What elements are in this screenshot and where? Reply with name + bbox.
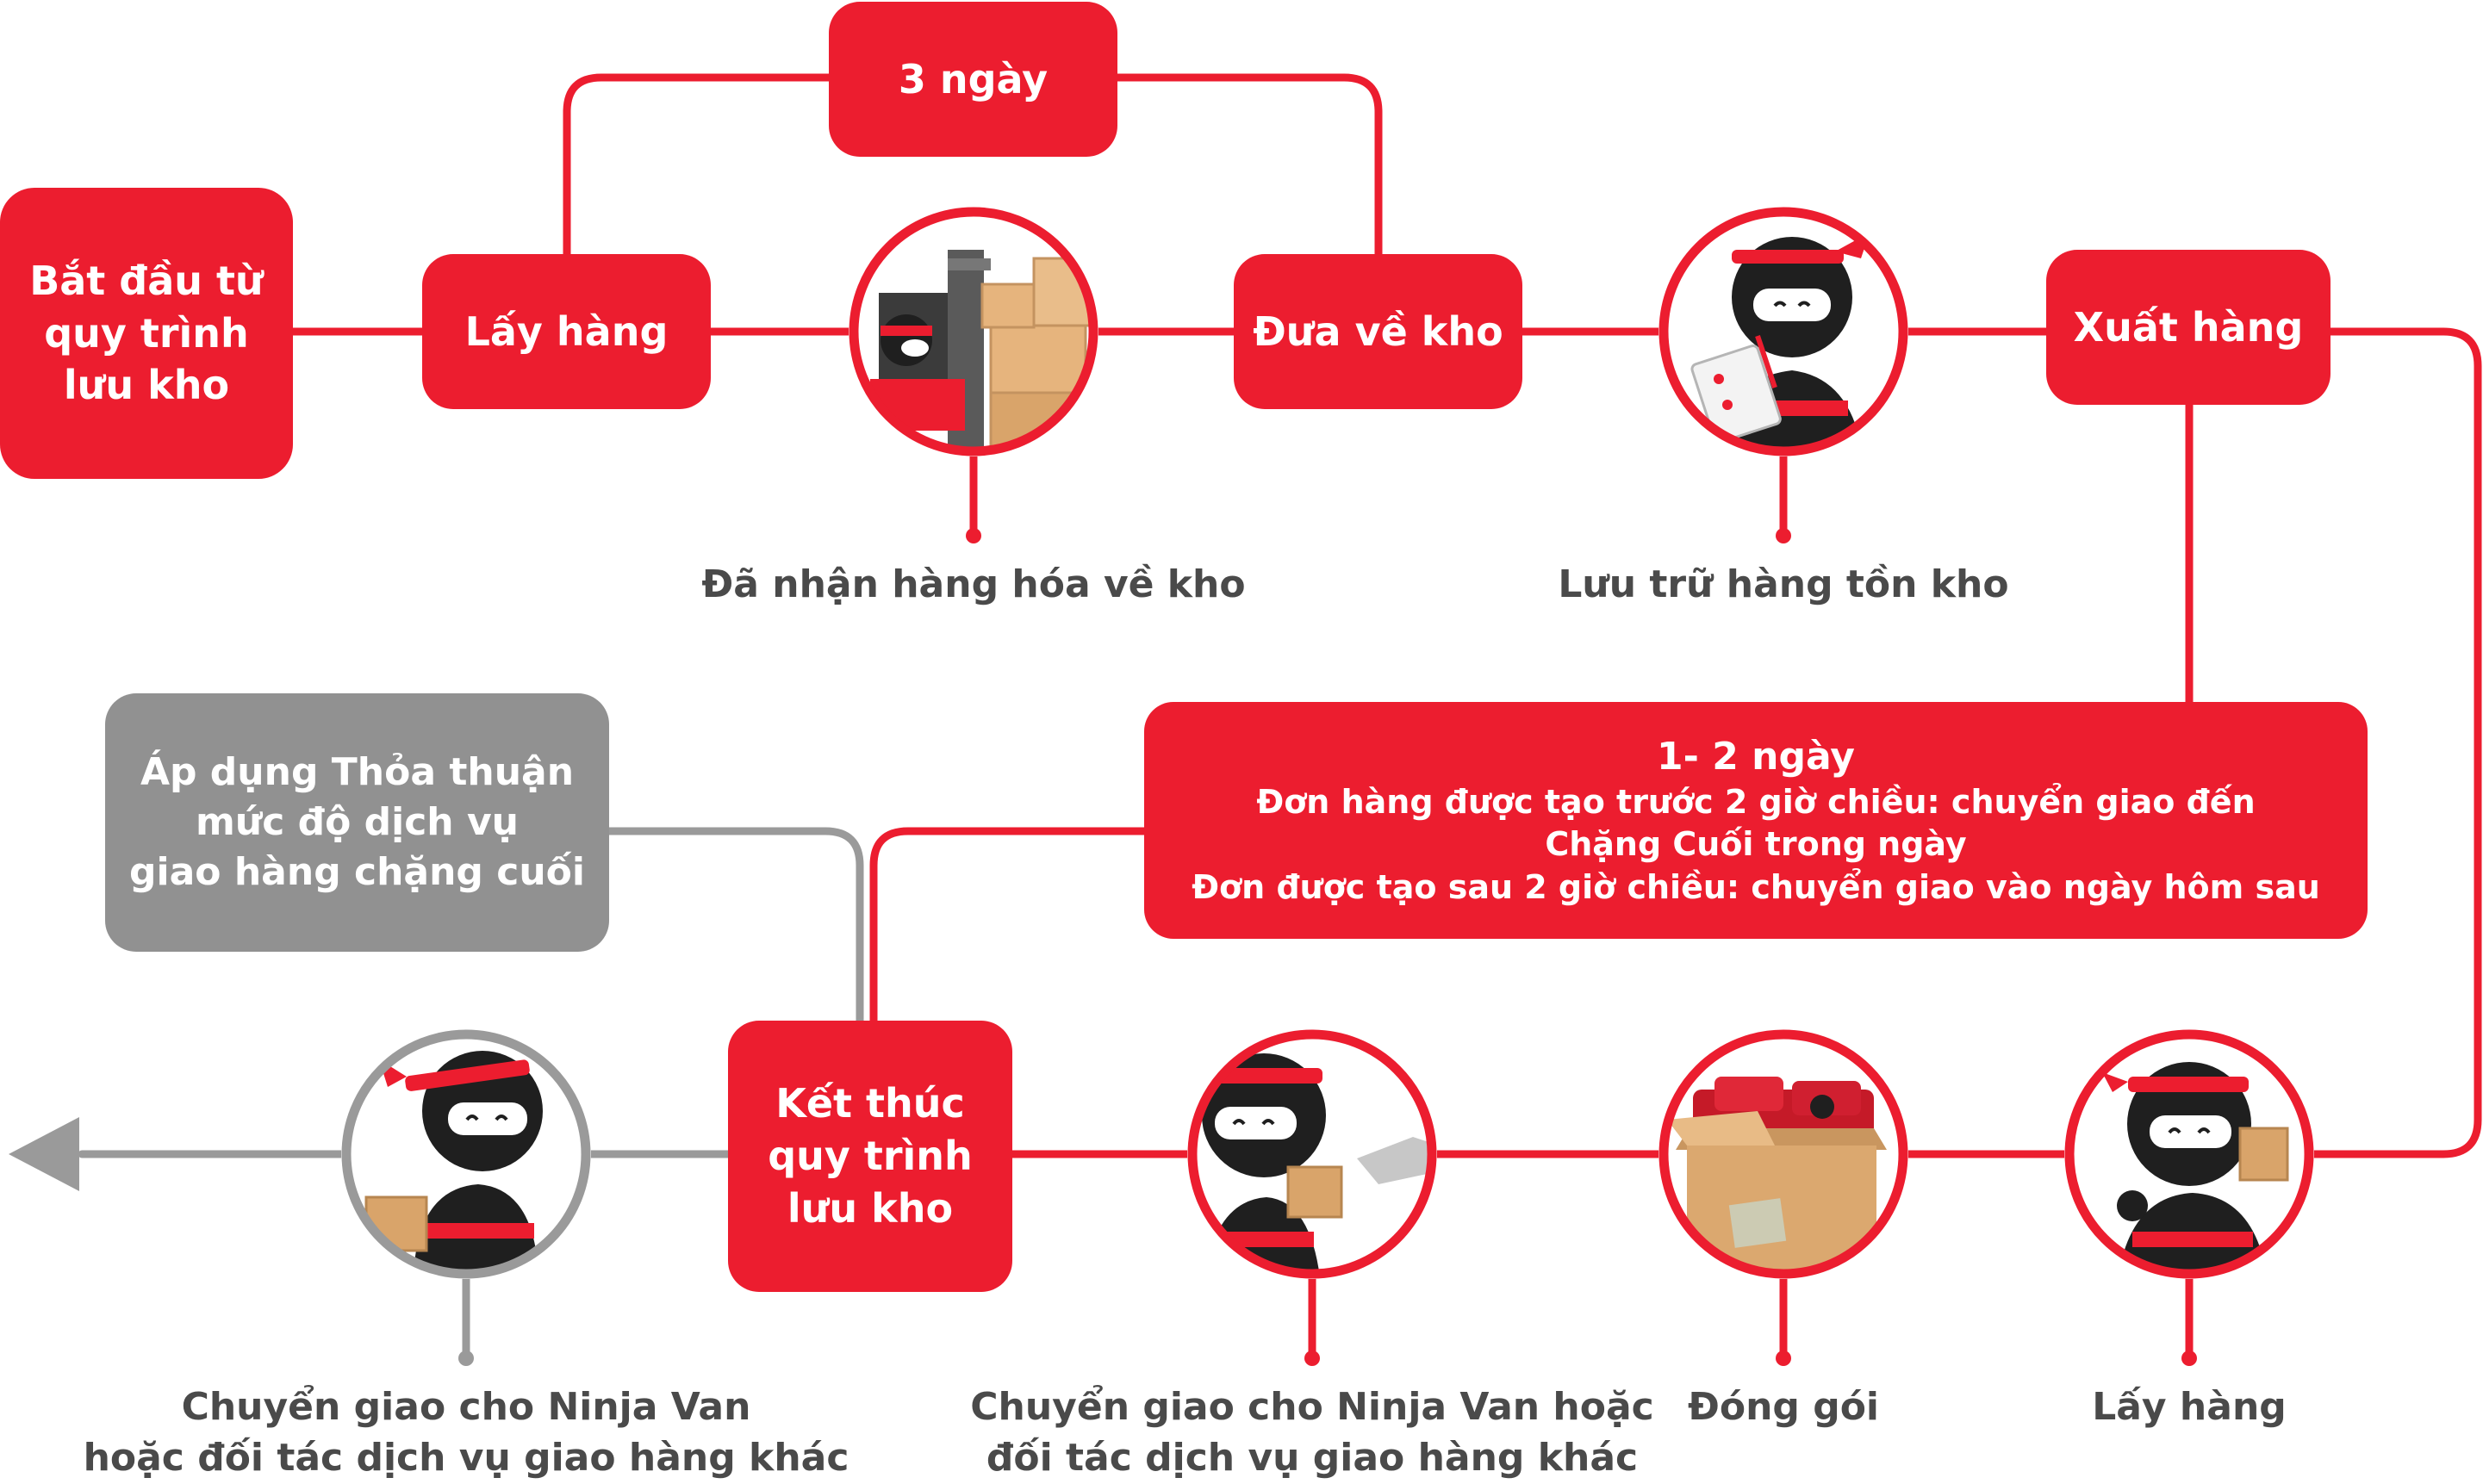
grey-dot <box>458 1351 474 1366</box>
sla-line-3: giao hàng chặng cuối <box>129 850 585 895</box>
forklift-ninja-icon <box>849 207 1098 456</box>
to-warehouse-label: Đưa về kho <box>1253 307 1503 355</box>
export-node: Xuất hàng <box>2046 250 2331 405</box>
duration-label: 3 ngày <box>898 55 1049 102</box>
caption-handover-2-line-2: hoặc đối tác dịch vụ giao hàng khác <box>83 1435 849 1480</box>
caption-received: Đã nhận hàng hóa về kho <box>672 560 1275 611</box>
handover-ninja-icon <box>1187 1029 1437 1279</box>
end-node: Kết thúc quy trình lưu kho <box>728 1021 1012 1292</box>
start-line-3: lưu kho <box>63 362 230 409</box>
caption-received-text: Đã nhận hàng hóa về kho <box>701 562 1246 606</box>
to-warehouse-node: Đưa về kho <box>1234 254 1522 409</box>
sla-line-2: mức độ dịch vụ <box>196 799 519 844</box>
arrow-left-icon <box>9 1117 79 1191</box>
info-box-line-1: Đơn hàng được tạo trước 2 giờ chiều: chu… <box>1256 783 2256 821</box>
packing-box-icon <box>1658 1029 1908 1279</box>
end-line-2: quy trình <box>768 1133 973 1180</box>
thumbs-up-ninja-icon <box>2064 1029 2314 1279</box>
caption-handover-1-line-1: Chuyển giao cho Ninja Van hoặc <box>970 1385 1654 1429</box>
info-box-line-3: Đơn được tạo sau 2 giờ chiều: chuyển gia… <box>1192 867 2320 906</box>
info-box-title: 1- 2 ngày <box>1657 734 1855 779</box>
end-line-3: lưu kho <box>787 1184 954 1232</box>
caption-handover-1-line-2: đối tác dịch vụ giao hàng khác <box>986 1435 1639 1480</box>
export-label: Xuất hàng <box>2073 303 2304 351</box>
start-node: Bắt đầu từ quy trình lưu kho <box>0 188 293 479</box>
running-ninja-icon <box>341 1029 591 1279</box>
start-line-2: quy trình <box>44 309 249 357</box>
caption-handover-1: Chuyển giao cho Ninja Van hoặc đối tác d… <box>933 1382 1691 1484</box>
pickup-label: Lấy hàng <box>464 307 669 355</box>
caption-pickup: Lấy hàng <box>2017 1382 2362 1433</box>
connector-dots <box>966 528 2197 1366</box>
checklist-ninja-icon <box>1658 207 1908 456</box>
sla-line-1: Áp dụng Thỏa thuận <box>140 749 575 794</box>
caption-pickup-text: Lấy hàng <box>2092 1385 2287 1429</box>
duration-badge: 3 ngày <box>829 2 1117 157</box>
info-box: 1- 2 ngày Đơn hàng được tạo trước 2 giờ … <box>1144 702 2368 939</box>
start-line-1: Bắt đầu từ <box>29 257 264 304</box>
caption-packing: Đóng gói <box>1611 1382 1956 1433</box>
caption-handover-2-line-1: Chuyển giao cho Ninja Van <box>181 1385 751 1429</box>
caption-storage-text: Lưu trữ hàng tồn kho <box>1558 562 2009 606</box>
caption-handover-2: Chuyển giao cho Ninja Van hoặc đối tác d… <box>78 1382 855 1484</box>
info-box-line-2: Chặng Cuối trong ngày <box>1545 825 1967 864</box>
end-line-1: Kết thúc <box>775 1080 965 1127</box>
caption-packing-text: Đóng gói <box>1687 1385 1880 1429</box>
caption-storage: Lưu trữ hàng tồn kho <box>1482 560 2085 611</box>
sla-box: Áp dụng Thỏa thuận mức độ dịch vụ giao h… <box>105 693 609 952</box>
pickup-node: Lấy hàng <box>422 254 711 409</box>
